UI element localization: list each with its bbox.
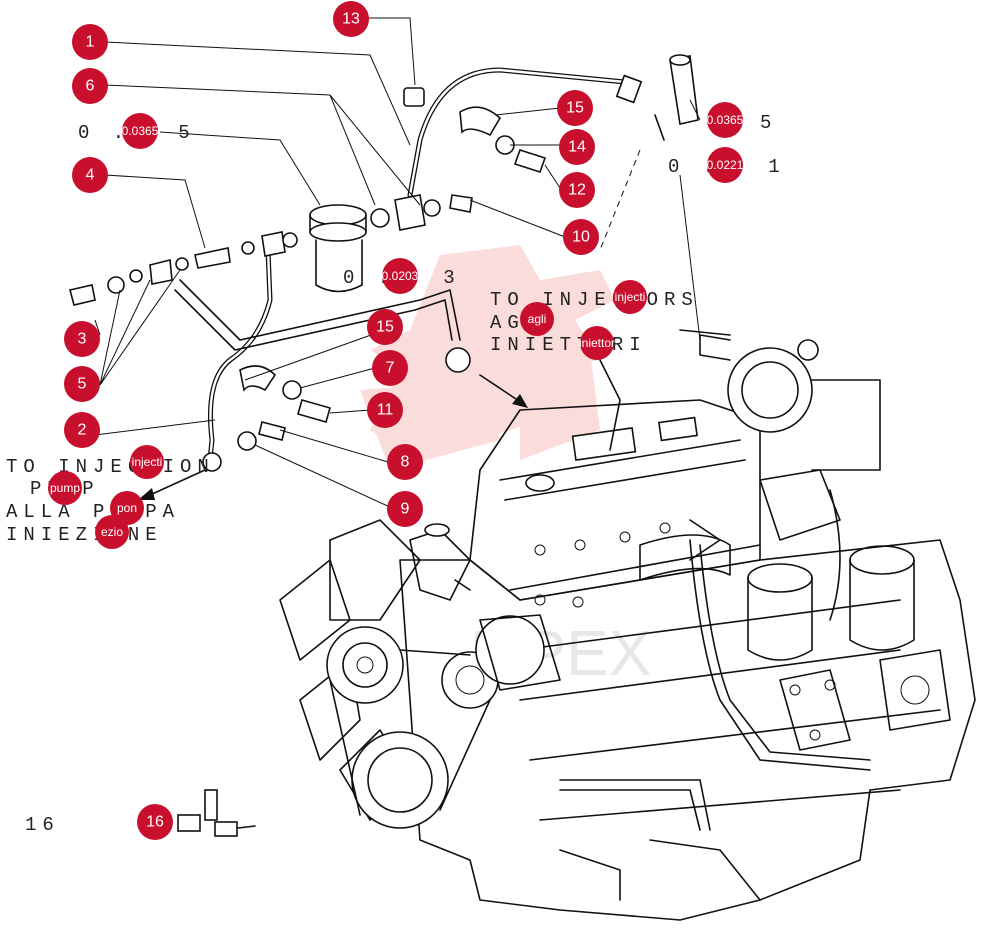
callout-1[interactable]: 1 <box>72 24 108 60</box>
arrow-to-pump <box>149 469 206 496</box>
spec-tag-line[interactable]: 0.0203 <box>382 258 419 294</box>
spec-label-line: 0 .3 <box>343 267 461 289</box>
callout-13[interactable]: 13 <box>333 1 369 37</box>
leader-lines <box>94 17 701 509</box>
svg-text:ALLA POMPA: ALLA POMPA <box>6 501 180 523</box>
svg-text:injecti: injecti <box>132 455 163 469</box>
svg-text:0.0365: 0.0365 <box>707 113 744 127</box>
hotspot-injectors-it2[interactable]: iniettor <box>579 326 615 360</box>
svg-text:pump: pump <box>50 481 80 495</box>
svg-text:TO INJECTORS: TO INJECTORS <box>490 289 699 311</box>
spec-tag-injector[interactable]: 0.0365 <box>707 102 744 138</box>
svg-text:12: 12 <box>568 182 586 199</box>
ref-16-label: 16 <box>25 814 60 836</box>
hotspot-pump-it2[interactable]: ezio <box>95 515 129 549</box>
callout-6[interactable]: 6 <box>72 68 108 104</box>
arrow-head-pump <box>138 488 155 500</box>
fuel-line-lower <box>174 279 471 373</box>
fuel-line-1 <box>407 67 628 198</box>
svg-text:8: 8 <box>401 454 410 471</box>
fuel-line-2 <box>202 247 273 472</box>
callout-9[interactable]: 9 <box>387 491 423 527</box>
callout-2[interactable]: 2 <box>64 412 100 448</box>
svg-text:2: 2 <box>78 422 87 439</box>
injector-fitting <box>599 54 699 251</box>
callout-14[interactable]: 14 <box>559 129 595 165</box>
svg-text:iniettor: iniettor <box>579 336 615 350</box>
svg-text:15: 15 <box>376 319 394 336</box>
callout-4[interactable]: 4 <box>72 157 108 193</box>
callout-8[interactable]: 8 <box>387 444 423 480</box>
svg-text:INIETTORI: INIETTORI <box>490 334 647 356</box>
callout-5[interactable]: 5 <box>64 366 100 402</box>
svg-text:TO INJECTION: TO INJECTION <box>6 456 215 478</box>
banjo-bolt-assembly-upper <box>370 87 547 231</box>
callout-15-upper[interactable]: 15 <box>557 90 593 126</box>
fuel-filter <box>309 204 367 293</box>
svg-text:10: 10 <box>572 229 590 246</box>
engine-illustration <box>279 329 976 921</box>
svg-text:agli: agli <box>528 312 547 326</box>
spec-tag-turbo[interactable]: 0.0221 <box>707 147 744 183</box>
arrow-head-injectors <box>512 394 528 408</box>
svg-text:ezio: ezio <box>101 525 123 539</box>
callout-15-lower[interactable]: 15 <box>367 309 403 345</box>
hotspot-pump-en[interactable]: injecti <box>130 445 164 479</box>
callout-3[interactable]: 3 <box>64 321 100 357</box>
svg-text:0.0365: 0.0365 <box>122 124 159 138</box>
svg-text:6: 6 <box>86 78 95 95</box>
callout-10[interactable]: 10 <box>563 219 599 255</box>
svg-text:1: 1 <box>86 34 95 51</box>
svg-text:injecti: injecti <box>615 290 646 304</box>
spec-tag-filter[interactable]: 0.0365 <box>122 113 159 149</box>
hotspot-injectors-it[interactable]: agli <box>520 302 554 336</box>
hotspot-pump-en2[interactable]: pump <box>48 471 82 505</box>
svg-text:0.0221: 0.0221 <box>707 158 744 172</box>
svg-text:16: 16 <box>146 814 164 831</box>
svg-text:0.0203: 0.0203 <box>382 269 419 283</box>
svg-text:11: 11 <box>377 402 394 419</box>
kit-reference-icon <box>177 789 256 837</box>
spec-label-injector: 5 <box>760 112 777 134</box>
svg-text:15: 15 <box>566 100 584 117</box>
svg-text:13: 13 <box>342 11 360 28</box>
svg-text:5: 5 <box>78 376 87 393</box>
svg-text:4: 4 <box>86 167 95 184</box>
svg-text:3: 3 <box>78 331 87 348</box>
callout-7[interactable]: 7 <box>372 350 408 386</box>
banjo-fittings-left <box>69 231 298 306</box>
spec-label-filter: 0 .5 <box>78 122 196 144</box>
svg-text:14: 14 <box>568 139 586 156</box>
spec-label-turbo: 0 .1 <box>668 156 786 178</box>
svg-text:9: 9 <box>401 501 410 518</box>
callout-16[interactable]: 16 <box>137 804 173 840</box>
svg-text:7: 7 <box>386 360 395 377</box>
svg-text:INIEZIONE: INIEZIONE <box>6 524 163 546</box>
svg-text:pon: pon <box>117 501 137 515</box>
small-parts-middle <box>237 365 331 451</box>
hotspot-injectors-en[interactable]: injecti <box>613 280 647 314</box>
callout-12[interactable]: 12 <box>559 172 595 208</box>
callout-11[interactable]: 11 <box>367 392 403 428</box>
